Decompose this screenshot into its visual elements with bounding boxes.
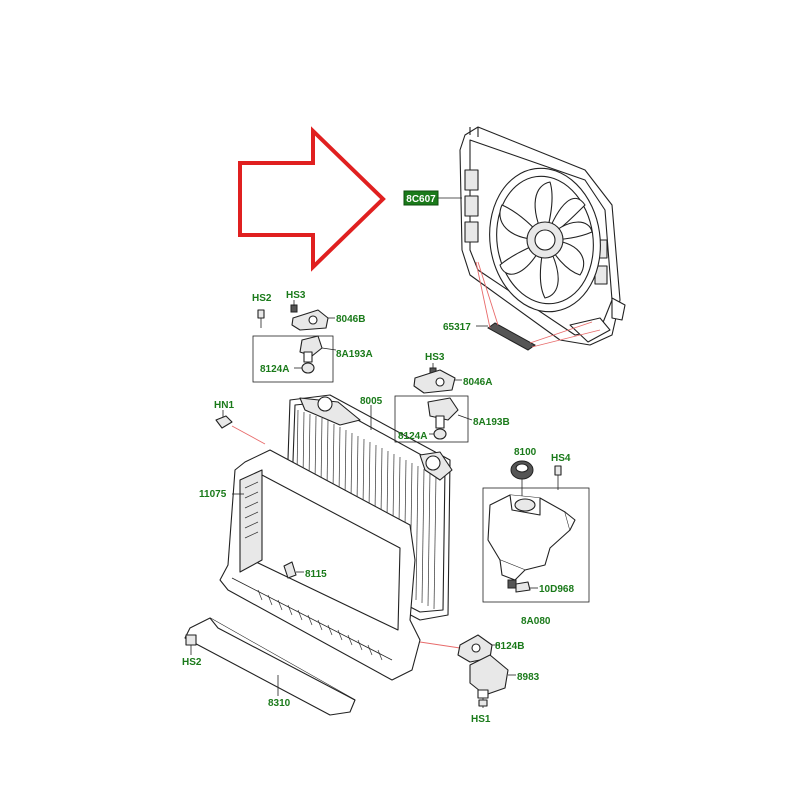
hs1-label[interactable]: HS1 <box>471 714 491 725</box>
drain-label[interactable]: 8115 <box>305 569 327 580</box>
insulator-right-label[interactable]: 8124A <box>398 431 427 442</box>
mount-group-left-box <box>252 335 334 383</box>
pointer-arrow <box>238 126 386 272</box>
mount-right[interactable] <box>427 397 459 429</box>
bolt-hs1[interactable] <box>478 698 488 708</box>
hs3-right-label[interactable]: HS3 <box>425 352 445 363</box>
hs2-bottom-label[interactable]: HS2 <box>182 657 202 668</box>
insulator-low-label[interactable]: 8124B <box>495 641 524 652</box>
bracket-right[interactable] <box>413 369 456 394</box>
hs3-left-label[interactable]: HS3 <box>286 290 306 301</box>
fan-shroud-assembly[interactable] <box>459 126 626 346</box>
bracket-right-label[interactable]: 8046A <box>463 377 492 388</box>
nut-hn1[interactable] <box>215 415 233 429</box>
support-label[interactable]: 8983 <box>517 672 540 683</box>
insulator-right[interactable] <box>433 428 447 440</box>
bolt-hs2-top[interactable] <box>257 309 265 328</box>
drain-plug[interactable] <box>283 561 297 579</box>
mount-left-label[interactable]: 8A193A <box>336 349 373 360</box>
insulator-left-label[interactable]: 8124A <box>260 364 289 375</box>
lower-support[interactable] <box>469 654 509 699</box>
fan-label[interactable]: 8C607 <box>406 194 436 205</box>
hs4-label[interactable]: HS4 <box>551 453 571 464</box>
bolt-hs2-bottom[interactable] <box>185 634 197 655</box>
mount-left[interactable] <box>299 335 323 363</box>
insulator-left[interactable] <box>301 362 315 374</box>
lower-insulator[interactable] <box>457 634 493 663</box>
radiator-frame[interactable] <box>219 449 421 681</box>
reservoir-label[interactable]: 8A080 <box>521 616 551 627</box>
clip-hs3-left[interactable] <box>290 300 298 313</box>
bolt-hs4[interactable] <box>554 465 562 490</box>
bracket-left[interactable] <box>291 309 329 331</box>
reservoir-group-box <box>482 487 590 603</box>
cap-label[interactable]: 8100 <box>514 447 537 458</box>
sensor-label[interactable]: 10D968 <box>539 584 574 595</box>
level-sensor[interactable] <box>507 579 531 593</box>
mount-group-right-box <box>394 395 469 443</box>
deflector-label[interactable]: 8310 <box>268 698 291 709</box>
seal-strip[interactable] <box>487 322 536 351</box>
coolant-reservoir[interactable] <box>487 494 576 581</box>
hn1-label[interactable]: HN1 <box>214 400 234 411</box>
reservoir-cap[interactable] <box>510 460 534 480</box>
radiator-label[interactable]: 8005 <box>360 396 383 407</box>
air-deflector[interactable] <box>184 617 356 716</box>
fan-label-box <box>403 190 439 206</box>
hs2-top-label[interactable]: HS2 <box>252 293 272 304</box>
bracket-left-label[interactable]: 8046B <box>336 314 365 325</box>
seal-label[interactable]: 65317 <box>443 322 471 333</box>
frame-label[interactable]: 11075 <box>199 489 227 500</box>
mount-right-label[interactable]: 8A193B <box>473 417 510 428</box>
